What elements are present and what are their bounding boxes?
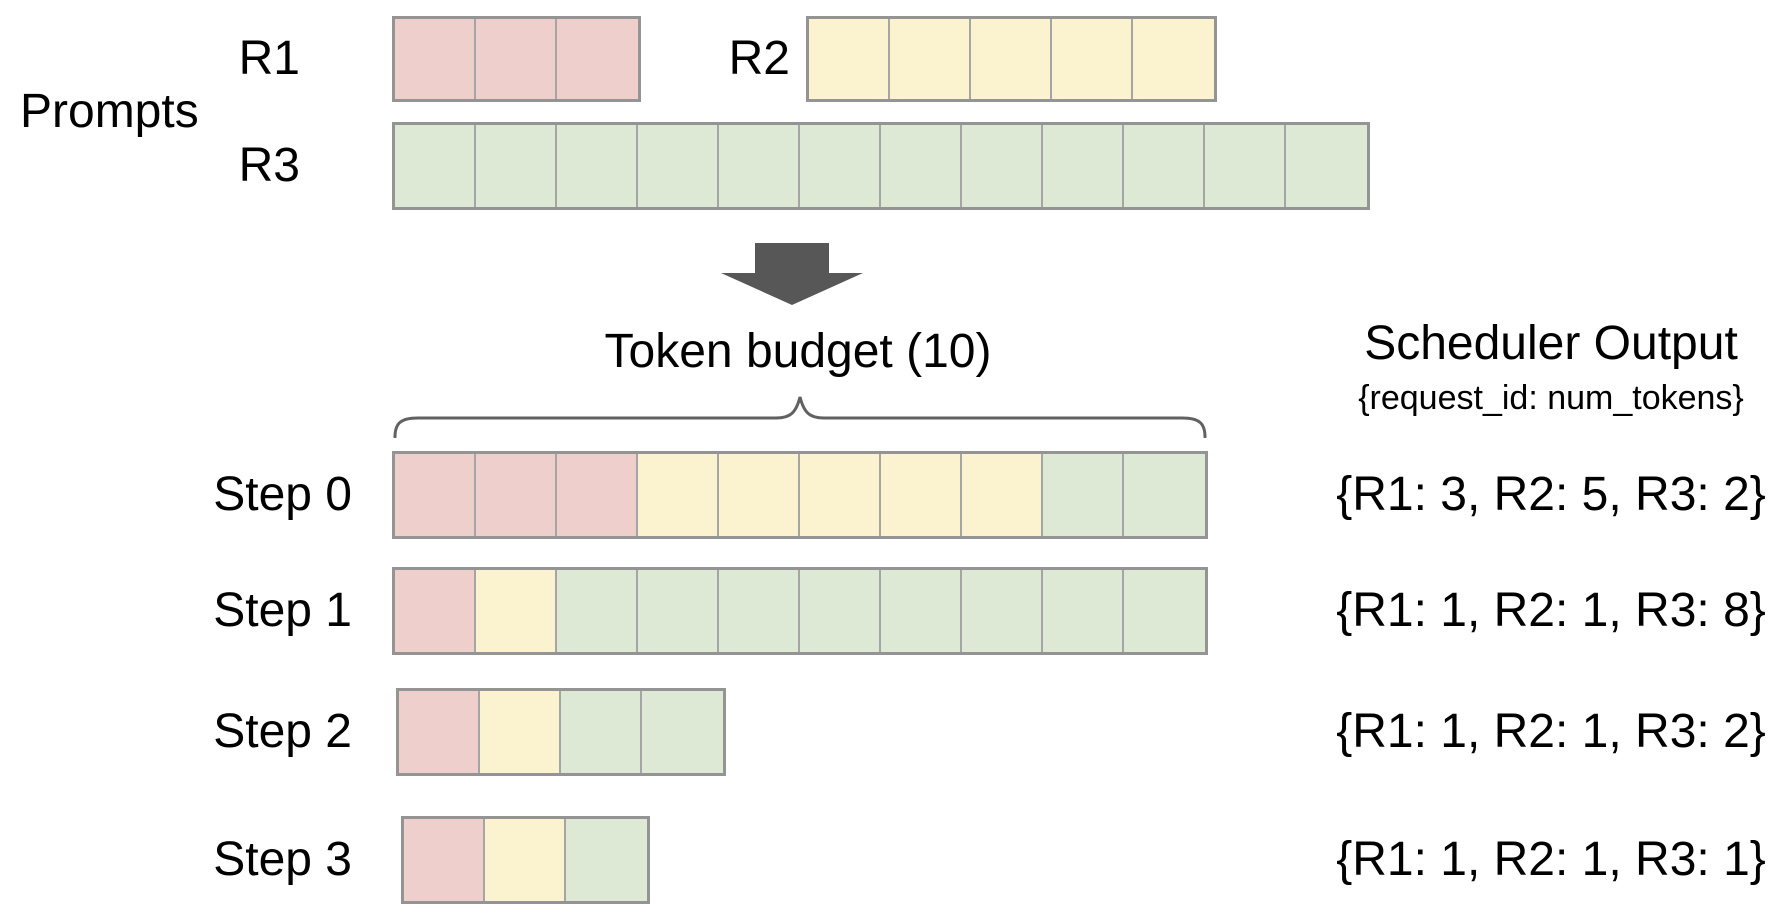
token-budget-brace — [393, 396, 1207, 438]
yellow-token-cell — [800, 454, 881, 536]
request-r2-label: R2 — [728, 32, 790, 85]
down-arrow-icon — [721, 243, 863, 305]
green-token-cell — [557, 125, 638, 207]
green-token-cell — [638, 125, 719, 207]
request-r3-label: R3 — [238, 139, 300, 192]
pink-token-cell — [399, 691, 480, 773]
scheduler-output-title: Scheduler Output — [1364, 317, 1738, 370]
yellow-token-cell — [638, 454, 719, 536]
green-token-cell — [1124, 570, 1205, 652]
request-r1-label: R1 — [238, 32, 300, 85]
green-token-cell — [1043, 454, 1124, 536]
green-token-cell — [881, 570, 962, 652]
step-2-label: Step 2 — [213, 705, 352, 758]
r3-prompt-token-bar — [392, 122, 1370, 210]
step-3-token-bar — [401, 816, 650, 904]
prompts-section-label: Prompts — [20, 85, 199, 138]
green-token-cell — [566, 819, 647, 901]
yellow-token-cell — [480, 691, 561, 773]
green-token-cell — [719, 570, 800, 652]
green-token-cell — [1124, 125, 1205, 207]
step-1-scheduler-output: {R1: 1, R2: 1, R3: 8} — [1336, 584, 1766, 637]
step-1-label: Step 1 — [213, 584, 352, 637]
green-token-cell — [1124, 454, 1205, 536]
token-budget-label: Token budget (10) — [604, 325, 992, 378]
pink-token-cell — [557, 19, 638, 99]
scheduler-output-subtitle: {request_id: num_tokens} — [1358, 379, 1744, 417]
green-token-cell — [1205, 125, 1286, 207]
pink-token-cell — [476, 19, 557, 99]
green-token-cell — [800, 570, 881, 652]
green-token-cell — [719, 125, 800, 207]
step-3-label: Step 3 — [213, 833, 352, 886]
pink-token-cell — [404, 819, 485, 901]
green-token-cell — [1043, 570, 1124, 652]
green-token-cell — [557, 570, 638, 652]
pink-token-cell — [476, 454, 557, 536]
yellow-token-cell — [881, 454, 962, 536]
green-token-cell — [800, 125, 881, 207]
step-2-scheduler-output: {R1: 1, R2: 1, R3: 2} — [1336, 705, 1766, 758]
pink-token-cell — [395, 570, 476, 652]
yellow-token-cell — [971, 19, 1052, 99]
step-0-scheduler-output: {R1: 3, R2: 5, R3: 2} — [1336, 468, 1766, 521]
step-3-scheduler-output: {R1: 1, R2: 1, R3: 1} — [1336, 833, 1766, 886]
yellow-token-cell — [1052, 19, 1133, 99]
pink-token-cell — [395, 454, 476, 536]
step-1-token-bar — [392, 567, 1208, 655]
green-token-cell — [476, 125, 557, 207]
pink-token-cell — [557, 454, 638, 536]
pink-token-cell — [395, 19, 476, 99]
r2-prompt-token-bar — [806, 16, 1217, 102]
green-token-cell — [642, 691, 723, 773]
step-0-token-bar — [392, 451, 1208, 539]
r1-prompt-token-bar — [392, 16, 641, 102]
green-token-cell — [962, 125, 1043, 207]
yellow-token-cell — [476, 570, 557, 652]
green-token-cell — [962, 570, 1043, 652]
yellow-token-cell — [719, 454, 800, 536]
step-0-label: Step 0 — [213, 468, 352, 521]
green-token-cell — [395, 125, 476, 207]
green-token-cell — [1286, 125, 1367, 207]
yellow-token-cell — [1133, 19, 1214, 99]
green-token-cell — [638, 570, 719, 652]
green-token-cell — [1043, 125, 1124, 207]
green-token-cell — [561, 691, 642, 773]
green-token-cell — [881, 125, 962, 207]
yellow-token-cell — [485, 819, 566, 901]
yellow-token-cell — [890, 19, 971, 99]
yellow-token-cell — [962, 454, 1043, 536]
yellow-token-cell — [809, 19, 890, 99]
step-2-token-bar — [396, 688, 726, 776]
